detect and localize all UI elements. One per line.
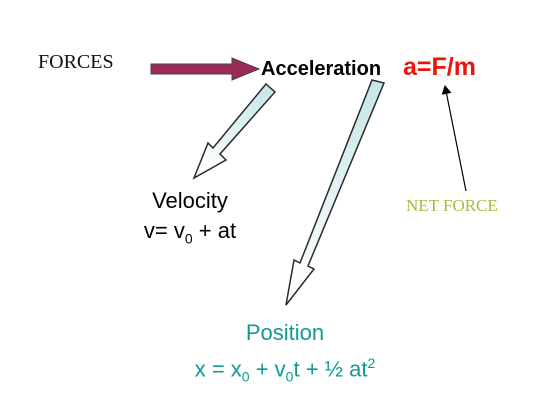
position-eq-subscript: 0 xyxy=(285,368,294,385)
acceleration-to-position-arrow xyxy=(285,79,386,306)
velocity-block: Velocity v= v0 + at xyxy=(110,186,270,253)
position-equation: x = x0 + v0t + ½ at2 xyxy=(150,348,420,392)
newton-second-law-formula: a=F/m xyxy=(403,53,476,81)
position-title: Position xyxy=(245,320,325,345)
velocity-eq-subscript: 0 xyxy=(184,230,193,247)
forces-to-acceleration-arrow xyxy=(150,57,261,81)
velocity-eq-part: + at xyxy=(192,218,237,243)
position-eq-subscript: 0 xyxy=(241,368,250,385)
velocity-title: Velocity xyxy=(152,188,228,213)
net-force-pointer-arrow xyxy=(441,85,467,192)
position-eq-part: x = x xyxy=(194,356,242,382)
acceleration-to-velocity-arrow xyxy=(192,82,277,180)
velocity-eq-part: v= v xyxy=(143,218,185,243)
position-block: Position x = x0 + v0t + ½ at2 xyxy=(150,318,420,392)
position-eq-part: t + ½ at xyxy=(293,356,368,382)
position-eq-superscript: 2 xyxy=(367,355,376,371)
forces-label: FORCES xyxy=(38,51,114,73)
position-eq-part: + v xyxy=(249,356,286,382)
acceleration-label: Acceleration xyxy=(261,58,382,80)
velocity-equation: v= v0 + at xyxy=(110,216,270,253)
net-force-label: NET FORCE xyxy=(406,196,498,215)
